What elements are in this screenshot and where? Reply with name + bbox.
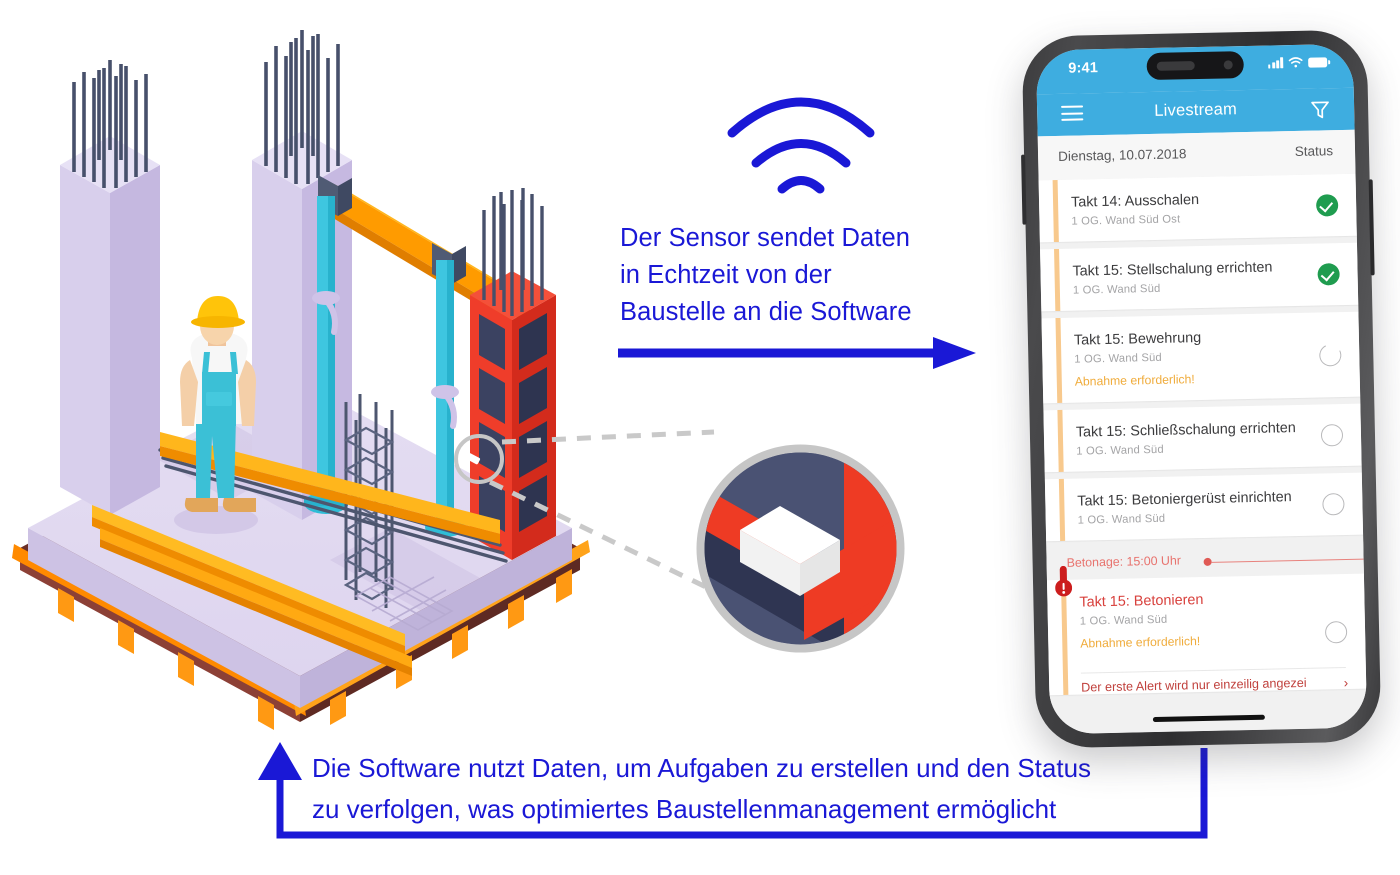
annotation-top-line-2: in Echtzeit von der [620, 261, 832, 289]
app-bar: Livestream [1036, 87, 1355, 137]
status-bar-indicators [1268, 56, 1328, 69]
list-header: Dienstag, 10.07.2018 Status [1037, 129, 1356, 182]
task-location: 1 OG. Wand Süd [1074, 351, 1163, 366]
construction-worker [174, 296, 258, 534]
table-row[interactable]: Takt 15: Betonieren 1 OG. Wand Süd Abnah… [1046, 565, 1367, 696]
task-note: Abnahme erforderlich! [1074, 372, 1195, 389]
column-back-left [60, 60, 160, 515]
cellular-bars-icon [1268, 57, 1284, 69]
prop-collar [431, 385, 459, 429]
construction-site-illustration [12, 30, 590, 730]
column-center [252, 30, 352, 520]
wifi-icon [1288, 57, 1303, 68]
concrete-time-label: Betonage: 15:00 Uhr [1066, 553, 1182, 570]
task-note: Abnahme erforderlich! [1080, 634, 1201, 651]
task-title: Takt 15: Betonieren [1079, 592, 1204, 611]
table-row[interactable]: Takt 15: Stellschalung errichten 1 OG. W… [1040, 242, 1359, 312]
status-bar: 9:41 [1035, 43, 1354, 95]
task-title: Takt 15: Schließschalung errichten [1075, 420, 1296, 441]
task-title: Takt 15: Bewehrung [1073, 329, 1202, 349]
annotation-sensor-text: Der Sensor sendet Daten in Echtzeit von … [620, 220, 1020, 331]
sensor-highlight-ring [454, 434, 504, 484]
status-bar-time: 9:41 [1068, 60, 1099, 77]
task-location: 1 OG. Wand Süd [1077, 512, 1166, 527]
task-title: Takt 15: Betoniergerüst einrichten [1077, 489, 1292, 510]
task-title: Takt 14: Ausschalen [1070, 192, 1200, 211]
table-row[interactable]: Takt 15: Schließschalung errichten 1 OG.… [1043, 403, 1362, 473]
battery-full-icon [1308, 56, 1328, 68]
clipped-alert-text: Der erste Alert wird nur einzeilig angez… [1081, 675, 1307, 695]
arrow-up-callout-icon [258, 742, 1208, 839]
chevron-right-icon[interactable]: › [1343, 674, 1349, 691]
magnifier-leader-lines [488, 429, 715, 593]
phone-screen: 9:41 [1035, 43, 1368, 735]
concrete-time-line [1211, 558, 1364, 563]
timber-beams [92, 432, 500, 676]
earpiece-speaker [1156, 61, 1195, 71]
table-row[interactable]: Takt 15: Betoniergerüst einrichten 1 OG.… [1044, 472, 1364, 542]
prop-collar [312, 291, 340, 335]
task-location: 1 OG. Wand Süd [1076, 443, 1164, 458]
wifi-signal-icon [727, 97, 875, 194]
annotation-bottom-line-2: zu verfolgen, was optimiertes Baustellen… [312, 794, 1057, 824]
list-header-status-label: Status [1294, 143, 1334, 159]
power-button[interactable] [1368, 179, 1375, 276]
table-row[interactable]: Takt 14: Ausschalen 1 OG. Wand Süd Ost [1038, 173, 1357, 243]
task-location: 1 OG. Wand Süd [1072, 282, 1161, 297]
front-camera [1223, 60, 1233, 70]
filter-funnel-icon[interactable] [1310, 99, 1330, 119]
table-row[interactable]: Takt 15: Bewehrung 1 OG. Wand Süd Abnahm… [1041, 311, 1361, 404]
smartphone-mockup: 9:41 [1021, 29, 1382, 749]
arrow-right-icon [618, 337, 976, 369]
dynamic-island [1145, 51, 1244, 81]
sensor-closeup-magnifier [696, 444, 905, 653]
annotation-top-line-3: Baustelle an die Software [620, 298, 912, 326]
annotation-bottom-line-1: Die Software nutzt Daten, um Aufgaben zu… [312, 753, 1092, 783]
orange-crane-beam [318, 175, 530, 325]
task-location: 1 OG. Wand Süd [1079, 613, 1168, 628]
alert-thermometer-icon [1055, 565, 1073, 597]
task-location: 1 OG. Wand Süd Ost [1071, 213, 1181, 228]
app-bar-title: Livestream [1154, 100, 1238, 120]
sensor-device [466, 453, 481, 465]
list-header-date: Dienstag, 10.07.2018 [1057, 146, 1187, 164]
annotation-top-line-1: Der Sensor sendet Daten [620, 224, 911, 252]
task-list[interactable]: Takt 14: Ausschalen 1 OG. Wand Süd Ost T… [1038, 173, 1368, 735]
concrete-time-dot [1203, 557, 1212, 566]
annotation-software-text: Die Software nutzt Daten, um Aufgaben zu… [312, 748, 1212, 830]
task-title: Takt 15: Stellschalung errichten [1072, 259, 1273, 280]
